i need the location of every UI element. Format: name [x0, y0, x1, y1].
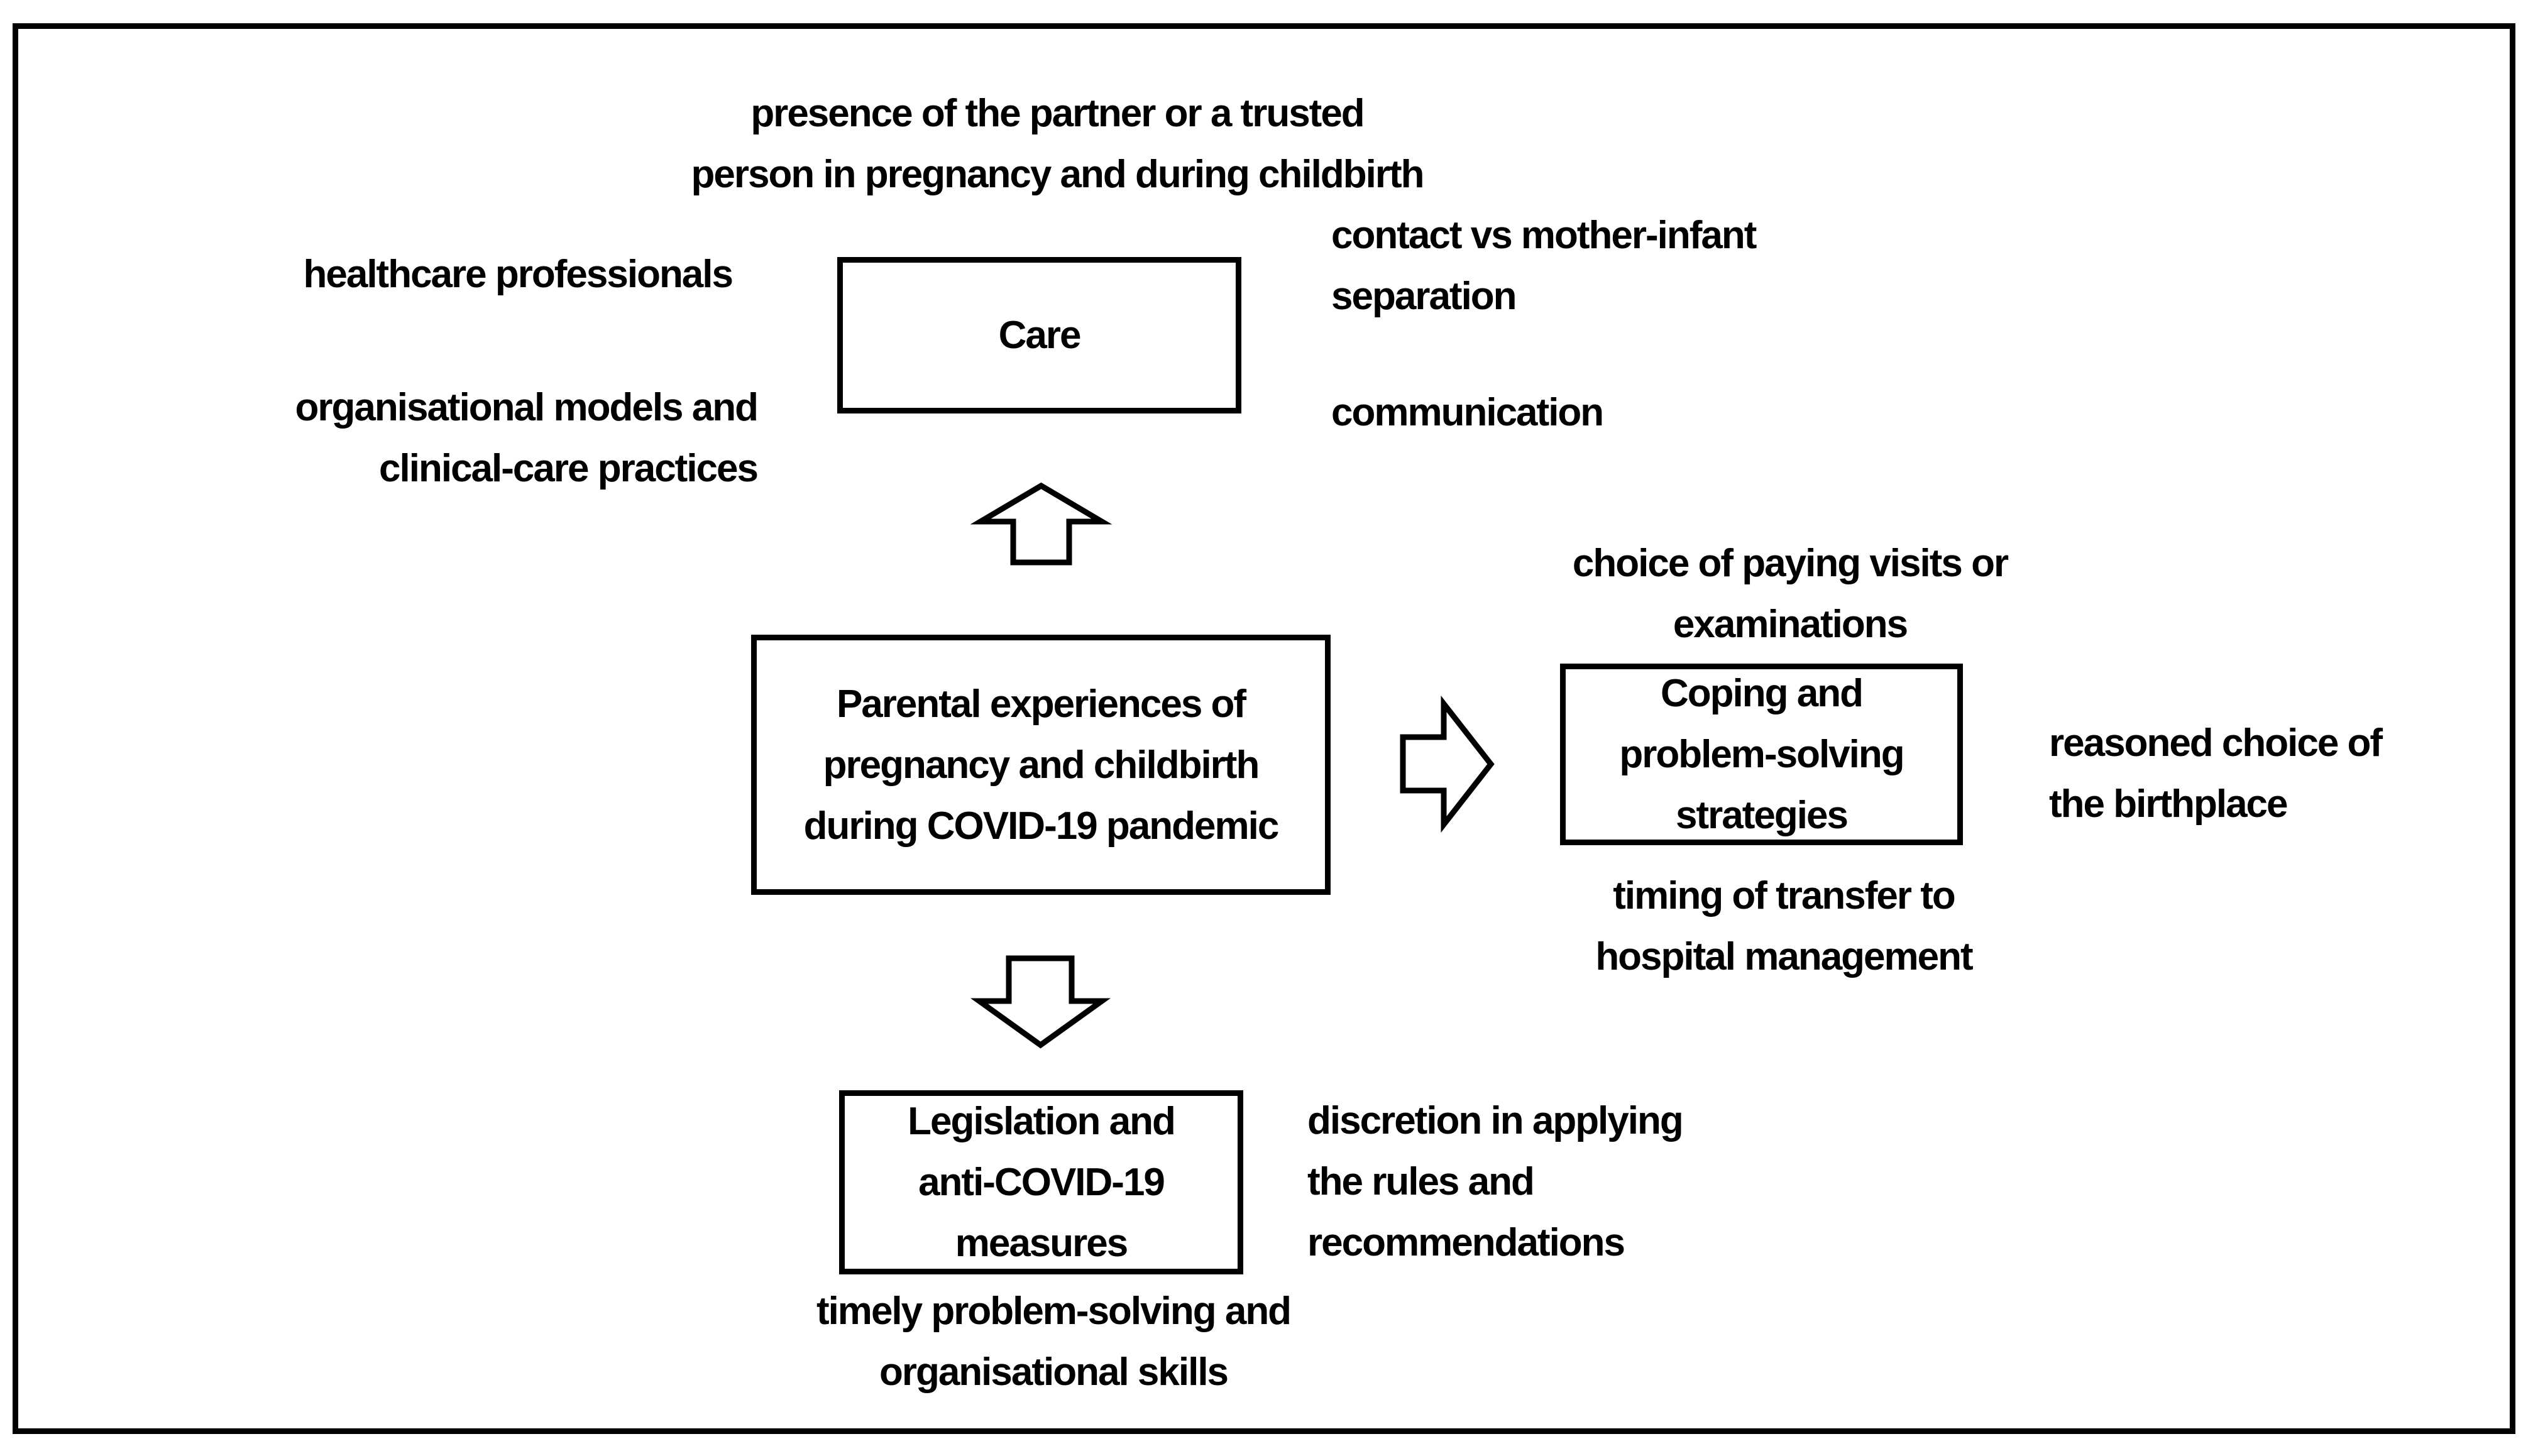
label-line: organisational skills	[879, 1350, 1229, 1394]
up-block-arrow-icon	[970, 482, 1113, 566]
label-timing-of-transfer: timing of transfer to hospital managemen…	[1407, 865, 2161, 987]
label-choice-of-visits: choice of paying visits or examinations	[1413, 533, 2167, 655]
label-line: examinations	[1673, 603, 1908, 646]
central-box-parental-experiences: Parental experiences of pregnancy and ch…	[751, 635, 1331, 895]
label-communication: communication	[1331, 382, 1897, 443]
label-line: timing of transfer to	[1613, 874, 1956, 917]
label-line: the birthplace	[2049, 782, 2288, 826]
label-line: reasoned choice of	[2049, 721, 2383, 765]
label-organisational-models: organisational models and clinical-care …	[192, 377, 759, 499]
label-line: recommendations	[1307, 1221, 1625, 1264]
label-presence-of-partner: presence of the partner or a trusted per…	[554, 83, 1560, 205]
legislation-box: Legislation and anti-COVID-19 measures	[839, 1090, 1243, 1274]
central-box-line: Parental experiences of	[836, 682, 1246, 726]
coping-box-line: Coping and	[1661, 672, 1864, 715]
central-box-line: pregnancy and childbirth	[823, 743, 1260, 787]
right-block-arrow-icon	[1400, 695, 1495, 833]
care-box-label: Care	[998, 314, 1082, 357]
label-healthcare-professionals: healthcare professionals	[229, 244, 734, 305]
label-line: timely problem-solving and	[816, 1289, 1292, 1333]
legislation-box-line: anti-COVID-19	[918, 1161, 1165, 1204]
coping-box-line: problem-solving	[1619, 733, 1904, 776]
label-line: contact vs mother-infant	[1331, 214, 1757, 257]
label-line: choice of paying visits or	[1572, 542, 2009, 585]
label-line: presence of the partner or a trusted	[750, 92, 1365, 135]
label-line: healthcare professionals	[303, 253, 734, 296]
down-block-arrow-icon	[970, 955, 1111, 1049]
label-line: separation	[1331, 275, 1517, 318]
label-line: person in pregnancy and during childbirt…	[691, 153, 1425, 196]
coping-box: Coping and problem-solving strategies	[1560, 664, 1963, 845]
legislation-box-line: Legislation and	[908, 1100, 1176, 1143]
care-box: Care	[837, 257, 1241, 413]
label-line: communication	[1331, 391, 1604, 434]
label-line: hospital management	[1595, 935, 1973, 978]
label-timely-problem-solving: timely problem-solving and organisationa…	[676, 1281, 1431, 1403]
label-line: the rules and	[1307, 1160, 1535, 1203]
label-reasoned-choice: reasoned choice of the birthplace	[2049, 713, 2520, 835]
central-box-line: during COVID-19 pandemic	[803, 804, 1280, 848]
coping-box-line: strategies	[1676, 794, 1849, 837]
label-discretion: discretion in applying the rules and rec…	[1307, 1090, 1873, 1273]
label-contact-vs-separation: contact vs mother-infant separation	[1331, 205, 2023, 327]
label-line: clinical-care practices	[379, 447, 759, 490]
legislation-box-line: measures	[955, 1222, 1129, 1265]
label-line: discretion in applying	[1307, 1099, 1684, 1142]
label-line: organisational models and	[295, 386, 759, 429]
